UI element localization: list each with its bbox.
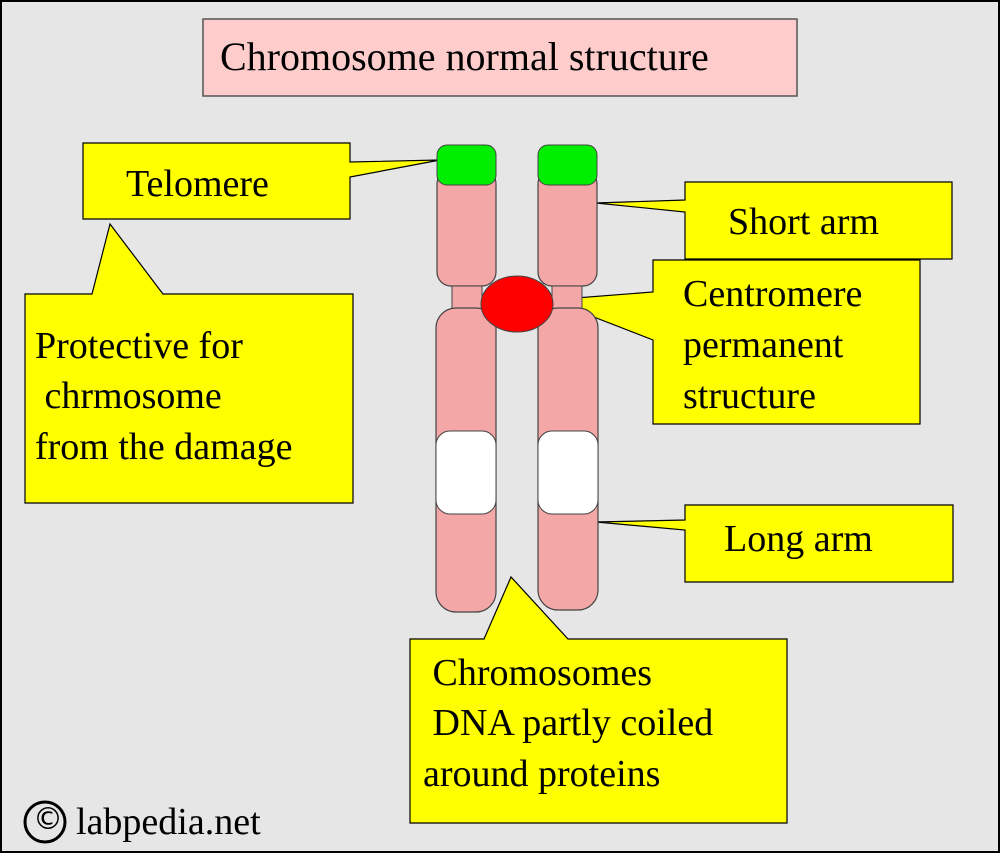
watermark: labpedia.net [76,801,261,843]
right-band [537,430,599,515]
left-constriction [451,285,483,311]
left-band [435,430,497,515]
long-arm-callout [595,504,954,583]
chromosomes-line-3: around proteins [423,753,661,795]
short-arm-label: Short arm [728,201,879,243]
telomere-label: Telomere [126,163,269,205]
protective-line-1: Protective for [35,325,243,367]
page-title: Chromosome normal structure [220,34,709,79]
copyright-icon: © [33,802,63,837]
telomere-callout [82,142,441,220]
chromosome [435,144,599,613]
left-telomere [436,144,497,186]
chromosomes-line-1: Chromosomes [423,652,653,694]
long-arm-label: Long arm [724,518,873,560]
right-telomere [537,144,598,186]
title-box [202,18,798,97]
right-constriction [551,285,583,311]
chromosomes-line-2: DNA partly coiled [423,702,714,744]
protective-line-3: from the damage [35,426,293,468]
protective-line-2: chrmosome [35,375,222,417]
left-short-arm [436,169,497,287]
centromere [480,275,554,333]
protective-callout [24,222,354,504]
right-short-arm [537,169,598,287]
chromosomes-callout [409,575,788,824]
centromere-line-1: Centromere [683,273,863,315]
short-arm-callout [595,181,953,260]
copyright-circle [23,800,67,844]
centromere-callout [549,259,921,425]
centromere-line-3: structure [683,375,816,417]
centromere-line-2: permanent [683,324,844,366]
